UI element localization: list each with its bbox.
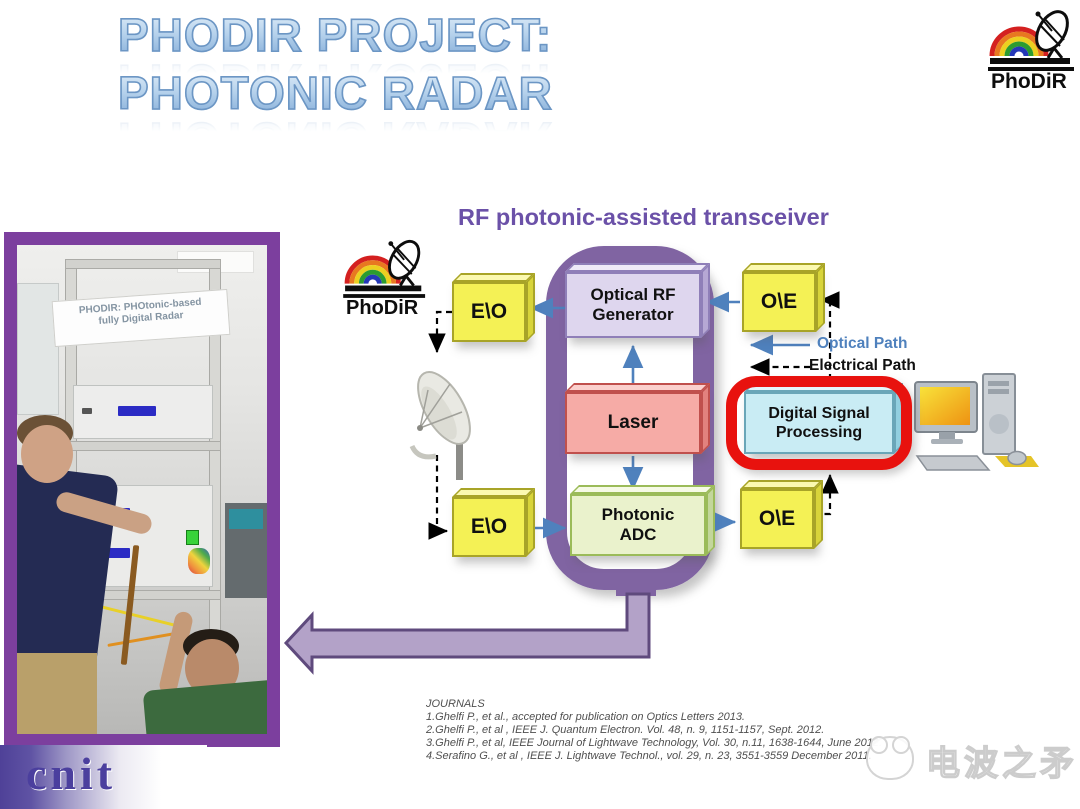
- green-led: [186, 530, 199, 545]
- rack-bar: [65, 441, 221, 451]
- watermark-text: 电波之矛: [925, 744, 1078, 783]
- block-label: Digital Signal: [768, 405, 870, 422]
- phodir-logo-icon: PhoDiR: [988, 10, 1074, 93]
- instrument-display: [118, 406, 156, 416]
- journal-item: 2.Ghelfi P., et al , IEEE J. Quantum Ele…: [426, 724, 825, 736]
- block-label: Photonic: [601, 505, 675, 524]
- radar-dish-icon: [388, 239, 421, 287]
- phodir-logo-text: PhoDiR: [991, 70, 1067, 90]
- person-head: [21, 425, 73, 483]
- rack-bar: [65, 259, 221, 269]
- big-arrow-to-photo: [283, 572, 656, 675]
- block-label: E\O: [470, 300, 508, 323]
- legend-electrical-path: Electrical Path: [809, 357, 916, 374]
- journal-item: 3.Ghelfi P., et al, IEEE Journal of Ligh…: [426, 737, 882, 749]
- watermark-ear-icon: [892, 736, 910, 754]
- block-label: O\E: [758, 507, 796, 530]
- block-optical-rf-generator: Optical RF Generator: [565, 272, 701, 338]
- block-label: ADC: [619, 525, 657, 544]
- slide-title-line2: PHOTONIC RADAR: [117, 66, 553, 120]
- block-eo-bottom: E\O: [452, 497, 526, 557]
- legend-optical-path: Optical Path: [817, 335, 908, 352]
- block-label: O\E: [760, 290, 798, 313]
- block-label: Generator: [592, 305, 674, 324]
- block-label: Laser: [607, 412, 659, 433]
- journals-heading: JOURNALS: [426, 698, 485, 710]
- slide-title-line1: PHODIR PROJECT:: [117, 8, 553, 62]
- instrument-unit: [73, 385, 213, 439]
- lab-photo-scene: PHODIR: PHOtonic-based fully Digital Rad…: [17, 245, 267, 734]
- cnit-logo-text: cnit: [26, 748, 117, 799]
- antenna-dish-icon: [409, 371, 471, 480]
- instrument-switch: [82, 408, 92, 414]
- phodir-logo-small-text: PhoDiR: [346, 297, 419, 316]
- phodir-logo: PhoDiR: [988, 6, 1080, 93]
- radar-dish-icon: [1035, 10, 1069, 59]
- lab-photo: PHODIR: PHOtonic-based fully Digital Rad…: [4, 232, 280, 747]
- person-pants: [17, 653, 97, 734]
- watermark-ear-icon: [870, 736, 888, 754]
- block-oe-bottom: O\E: [740, 489, 814, 549]
- block-photonic-adc: Photonic ADC: [570, 494, 706, 556]
- rack-banner: PHODIR: PHOtonic-based fully Digital Rad…: [51, 288, 231, 348]
- rainbow-sticker: [188, 548, 210, 574]
- block-label: Processing: [775, 424, 863, 441]
- block-oe-top: O\E: [742, 272, 816, 332]
- oscilloscope-screen: [229, 509, 263, 529]
- phodir-logo-small-icon: PhoDiR: [343, 239, 426, 319]
- phodir-logo-small: PhoDiR: [343, 236, 431, 319]
- diagram-title: RF photonic-assisted transceiver: [458, 204, 829, 230]
- journals-list: JOURNALS 1.Ghelfi P., et al., accepted f…: [426, 698, 882, 763]
- watermark-cat-icon: [866, 736, 914, 780]
- journal-item: 4.Serafino G., et al , IEEE J. Lightwave…: [426, 750, 872, 762]
- block-eo-top: E\O: [452, 282, 526, 342]
- instrument-display: [96, 548, 130, 558]
- watermark: 电波之矛: [866, 730, 1076, 792]
- block-digital-signal-processing: Digital Signal Processing: [744, 392, 894, 454]
- cnit-logo: cnit: [0, 745, 207, 809]
- journal-item: 1.Ghelfi P., et al., accepted for public…: [426, 711, 745, 723]
- dsp-highlight-ring: [726, 376, 912, 470]
- block-laser: Laser: [565, 392, 701, 454]
- block-label: E\O: [470, 515, 508, 538]
- computer-icon: [914, 373, 1039, 471]
- block-label: Optical RF: [590, 285, 676, 304]
